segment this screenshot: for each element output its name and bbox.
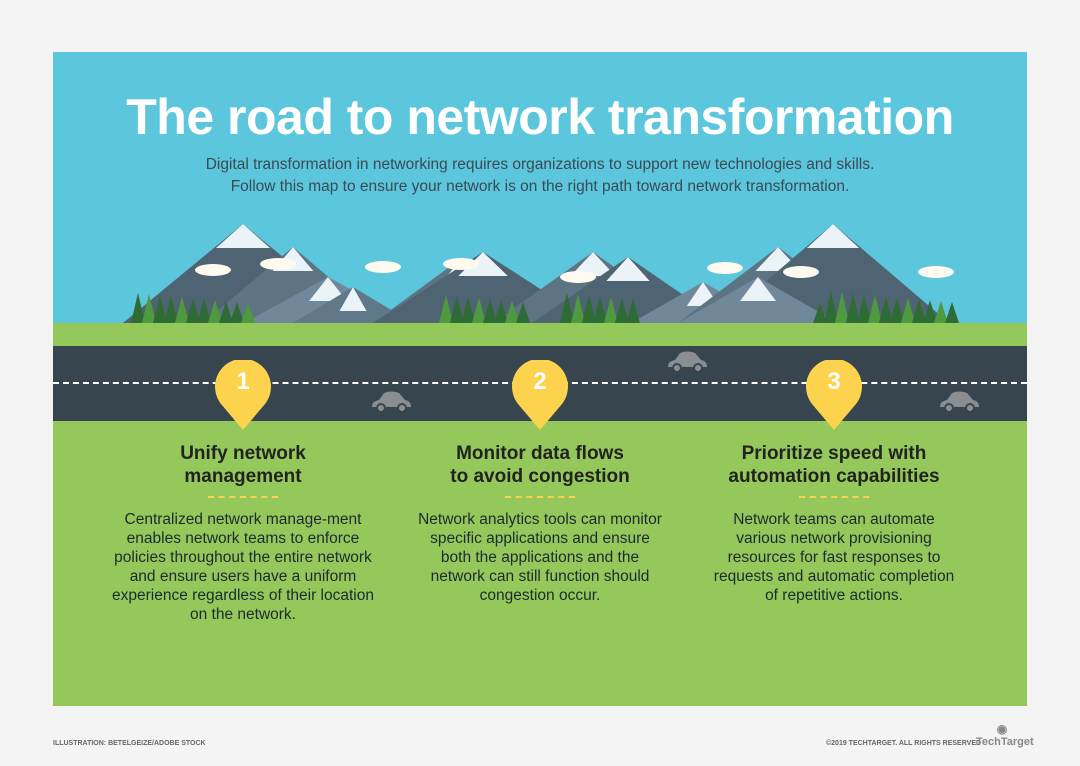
pine-tree	[813, 303, 827, 323]
pine-tree	[131, 293, 145, 323]
pine-tree	[824, 291, 838, 323]
pine-tree	[846, 293, 860, 323]
pine-tree	[593, 296, 607, 323]
pine-tree	[934, 301, 948, 323]
snow-cap	[309, 277, 347, 301]
pine-tree	[615, 298, 629, 323]
cloud	[707, 262, 743, 274]
divider	[799, 496, 869, 498]
car-icon	[372, 391, 411, 413]
mountain-scene	[123, 224, 959, 323]
step-body: Centralized network manage-ment enables …	[112, 511, 374, 623]
cloud	[365, 261, 401, 273]
snow-cap	[339, 287, 367, 311]
snow-cap	[216, 224, 270, 248]
infographic-panel: The road to network transformation Digit…	[53, 52, 1027, 706]
pine-tree	[857, 294, 871, 323]
pine-tree	[516, 302, 530, 323]
cloud	[918, 266, 954, 278]
pine-tree	[879, 296, 893, 323]
step-body: Network analytics tools can monitor spec…	[418, 511, 662, 604]
snow-cap	[806, 224, 860, 248]
pine-tree	[483, 299, 497, 323]
step-1-pin: 1	[215, 358, 271, 430]
cloud	[195, 264, 231, 276]
pine-tree	[450, 296, 464, 323]
pine-tree	[890, 297, 904, 323]
step-3-pin: 3	[806, 358, 862, 430]
pine-tree	[197, 299, 211, 323]
snow-cap	[740, 277, 776, 301]
step-2-pin: 2	[512, 358, 568, 430]
illustration-credit: ILLUSTRATION: BETELGEIZE/ADOBE STOCK	[53, 740, 206, 747]
pine-tree	[439, 295, 453, 323]
pine-tree	[923, 300, 937, 323]
cloud	[783, 266, 819, 278]
copyright: ©2019 TECHTARGET. ALL RIGHTS RESERVED	[826, 740, 982, 747]
pine-tree	[186, 298, 200, 323]
pine-tree	[241, 303, 255, 323]
pine-tree	[571, 294, 585, 323]
pine-tree	[230, 302, 244, 323]
pine-tree	[912, 299, 926, 323]
cloud	[260, 258, 296, 270]
pine-tree	[153, 295, 167, 323]
snow-cap	[606, 257, 650, 281]
cloud	[443, 258, 479, 270]
pine-tree	[164, 296, 178, 323]
cloud	[560, 271, 596, 283]
pine-tree	[175, 297, 189, 323]
pine-tree	[142, 294, 156, 323]
pine-tree	[560, 293, 574, 323]
divider	[505, 496, 575, 498]
pine-tree	[494, 300, 508, 323]
pine-tree	[945, 302, 959, 323]
snow-cap	[458, 252, 508, 276]
pine-tree	[219, 301, 233, 323]
divider	[208, 496, 278, 498]
step-body: Network teams can automate various netwo…	[713, 511, 955, 604]
pine-tree	[626, 299, 640, 323]
pine-tree	[582, 295, 596, 323]
car-icon	[940, 391, 979, 413]
page-title: The road to network transformation	[126, 89, 954, 145]
pine-tree	[868, 295, 882, 323]
pine-tree	[604, 297, 618, 323]
snow-cap	[570, 252, 616, 276]
eye-icon: ◉	[996, 722, 1008, 736]
pine-tree	[461, 297, 475, 323]
pine-tree	[901, 298, 915, 323]
car-icon	[668, 351, 707, 373]
subtitle: Digital transformation in networking req…	[205, 156, 875, 195]
techtarget-logo: ◉ TechTarget	[976, 722, 1034, 748]
pine-tree	[208, 300, 222, 323]
pine-tree	[505, 301, 519, 323]
pine-tree	[835, 292, 849, 323]
pine-tree	[472, 298, 486, 323]
